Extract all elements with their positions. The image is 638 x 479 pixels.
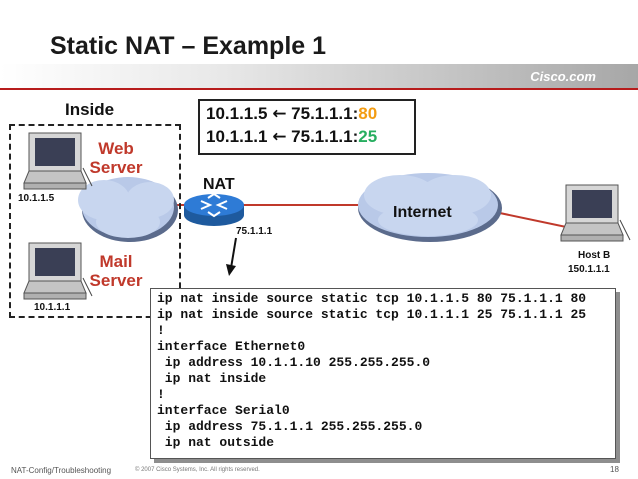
footer-section-title: NAT-Config/Troubleshooting (11, 466, 112, 475)
nat-outside-ip: 75.1.1.1 (236, 226, 273, 237)
config-pointer-line (230, 237, 237, 269)
config-line: ! (157, 387, 165, 402)
config-line: ip address 10.1.1.10 255.255.255.0 (157, 355, 431, 370)
mapping-port: 25 (358, 127, 378, 146)
left-arrow-icon: ← (272, 127, 287, 147)
mail-server-ip: 10.1.1.1 (34, 302, 71, 313)
mapping-inside-ip: 10.1.1.5 (206, 104, 268, 123)
config-line: ip address 75.1.1.1 255.255.255.0 (157, 419, 423, 434)
nat-mapping-row: 10.1.1.5 ← 75.1.1.1:80 (206, 104, 377, 124)
web-server-computer-icon (23, 132, 93, 190)
lan-cloud (78, 177, 178, 242)
internet-label: Internet (393, 204, 452, 221)
mapping-inside-ip: 10.1.1.1 (206, 127, 268, 146)
footer-copyright: © 2007 Cisco Systems, Inc. All rights re… (135, 467, 260, 473)
config-line: ! (157, 323, 165, 338)
mail-server-label-line2: Server (89, 271, 143, 290)
host-b-name: Host B (578, 250, 611, 261)
web-server-label: Web Server (83, 139, 149, 177)
brand-logo-text: Cisco.com (530, 69, 596, 84)
config-line: ip nat inside source static tcp 10.1.1.5… (157, 291, 587, 306)
nat-mapping-row: 10.1.1.1 ← 75.1.1.1:25 (206, 127, 377, 147)
web-server-label-line1: Web (98, 139, 134, 158)
config-line: interface Ethernet0 (157, 339, 306, 354)
mapping-outside-ip: 75.1.1.1: (291, 127, 359, 146)
slide-title: Static NAT – Example 1 (50, 32, 327, 60)
mail-server-label: Mail Server (83, 252, 149, 290)
config-line: ip nat inside (157, 371, 267, 386)
web-server-ip: 10.1.1.5 (18, 193, 55, 204)
mapping-port: 80 (358, 104, 378, 123)
host-b-computer-icon (560, 184, 631, 242)
inside-label: Inside (65, 100, 115, 119)
nat-label: NAT (203, 176, 235, 193)
page-number: 18 (610, 465, 619, 474)
router-config-box: ip nat inside source static tcp 10.1.1.5… (150, 288, 616, 459)
config-line: interface Serial0 (157, 403, 290, 418)
config-line: ip nat outside (157, 435, 275, 450)
config-pointer-arrowhead (226, 264, 236, 276)
router-icon (184, 192, 244, 226)
mail-server-computer-icon (23, 242, 93, 300)
mapping-outside-ip: 75.1.1.1: (291, 104, 359, 123)
header-banner (0, 64, 638, 88)
web-server-label-line2: Server (89, 158, 143, 177)
config-line: ip nat inside source static tcp 10.1.1.1… (157, 307, 587, 322)
host-b-ip: 150.1.1.1 (568, 264, 610, 275)
header-divider (0, 88, 638, 90)
internet-cloud (358, 173, 502, 242)
mail-server-label-line1: Mail (99, 252, 133, 271)
nat-mapping-box: 10.1.1.5 ← 75.1.1.1:80 10.1.1.1 ← 75.1.1… (198, 99, 416, 155)
left-arrow-icon: ← (272, 104, 287, 124)
inside-network-boundary (9, 124, 181, 318)
